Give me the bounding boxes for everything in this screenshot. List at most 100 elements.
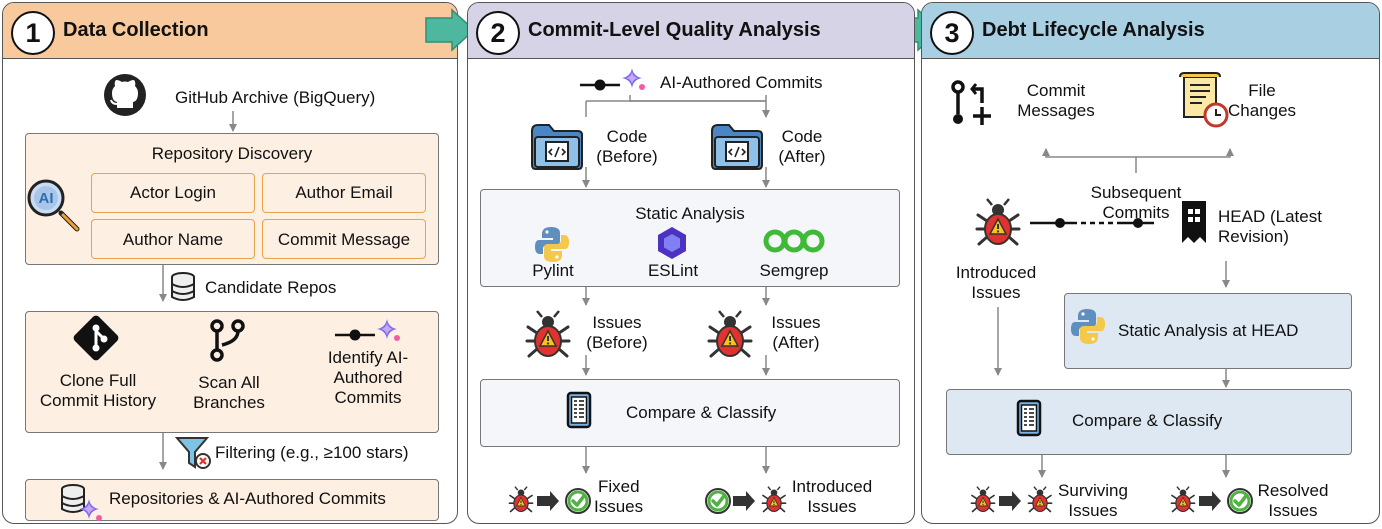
python-icon [1071, 309, 1105, 344]
bug-to-bug-icon [970, 485, 1053, 513]
panel-title: Commit-Level Quality Analysis [528, 19, 821, 41]
bug-icon [525, 309, 571, 358]
github-archive-label: GitHub Archive (BigQuery) [175, 88, 376, 107]
field-label: Commit Message [277, 230, 411, 249]
line: Issues [971, 283, 1021, 302]
panel-title: Debt Lifecycle Analysis [982, 19, 1205, 41]
line: Commits [334, 388, 402, 407]
field-label: Author Email [295, 183, 393, 202]
database-sparkle-icon [61, 484, 102, 521]
line: (After) [778, 147, 826, 166]
file-changes-icon [1179, 72, 1229, 128]
line: Issues [1068, 501, 1118, 520]
line: Introduced [791, 477, 873, 496]
code-before-label: Code (Before) [582, 127, 672, 167]
panel-header: 1 Data Collection [3, 3, 457, 59]
filtering-label: Filtering (e.g., ≥100 stars) [215, 443, 409, 462]
panel-data-collection: 1 Data Collection GitHub Archive (BigQue… [2, 2, 458, 524]
ai-badge: AI [38, 190, 54, 207]
tool-pylint: Pylint [532, 261, 574, 280]
filter-icon [174, 437, 211, 469]
field-label: Actor Login [130, 183, 216, 202]
line: (After) [772, 333, 820, 352]
repositories-output-box [25, 479, 439, 521]
bug-icon [707, 309, 753, 358]
check-to-bug-icon [704, 485, 787, 515]
line: (Before) [596, 147, 658, 166]
line: Introduced [955, 263, 1037, 282]
line: Resolved [1257, 481, 1329, 500]
git-icon [73, 315, 119, 361]
file-changes-label: File Changes [1222, 81, 1302, 121]
identify-ai-commits-label: Identify AI- Authored Commits [303, 348, 433, 408]
fixed-issues-label: Fixed Issues [594, 477, 643, 517]
field-author-email: Author Email [262, 173, 426, 213]
step-number-badge: 1 [11, 11, 55, 55]
head-revision-icon [1182, 201, 1206, 243]
compare-classify-box [480, 379, 900, 447]
line: Fixed [598, 477, 640, 496]
field-commit-message: Commit Message [262, 219, 426, 259]
line: HEAD (Latest [1218, 207, 1322, 226]
line: (Before) [586, 333, 648, 352]
line: Messages [1017, 101, 1095, 120]
compare-classify-label: Compare & Classify [626, 403, 777, 422]
tool-eslint: ESLint [647, 261, 699, 280]
line: Issues [771, 313, 821, 332]
subsequent-commits-label: Subsequent Commits [1066, 183, 1206, 223]
tool-semgrep: Semgrep [759, 261, 829, 280]
compare-classify-label: Compare & Classify [1072, 411, 1223, 430]
head-label: HEAD (Latest Revision) [1218, 207, 1322, 247]
line: Code [781, 127, 823, 146]
fixed-bug-to-check-icon [508, 485, 592, 515]
static-analysis-head-box [1064, 293, 1352, 369]
document-list-icon [1016, 399, 1042, 437]
static-analysis-head-label: Static Analysis at HEAD [1118, 321, 1299, 340]
panel-commit-quality: 2 Commit-Level Quality Analysis AI-Autho… [467, 2, 915, 524]
field-label: Author Name [122, 230, 224, 249]
line: Identify AI- [327, 348, 409, 367]
repository-discovery-title: Repository Discovery [151, 144, 313, 163]
line: Clone Full [59, 371, 137, 390]
commit-messages-label: Commit Messages [1006, 81, 1106, 121]
bug-to-check-icon [1170, 485, 1254, 515]
line: Changes [1227, 101, 1297, 120]
ai-commits-label: AI-Authored Commits [660, 73, 823, 92]
pull-request-icon [951, 80, 991, 125]
static-analysis-title: Static Analysis [635, 204, 745, 223]
arrow-connector [994, 148, 1234, 478]
clone-history-label: Clone Full Commit History [33, 371, 163, 411]
ai-search-icon [27, 179, 80, 232]
resolved-issues-label: Resolved Issues [1248, 481, 1338, 521]
line: Commit History [39, 391, 157, 410]
arrow-connector [582, 95, 914, 474]
eslint-icon [658, 227, 686, 259]
compare-classify-box [946, 389, 1352, 455]
repositories-output-label: Repositories & AI-Authored Commits [109, 489, 386, 508]
field-actor-login: Actor Login [91, 173, 255, 213]
code-after-label: Code (After) [762, 127, 842, 167]
line: Code [606, 127, 648, 146]
line: Issues [807, 497, 857, 516]
flow-arrow [425, 8, 476, 52]
candidate-repos-label: Candidate Repos [205, 278, 337, 297]
line: Revision) [1218, 227, 1289, 246]
line: Commits [1102, 203, 1170, 222]
line: Subsequent [1090, 183, 1182, 202]
panel-header: 3 Debt Lifecycle Analysis [922, 3, 1379, 59]
ai-commit-icon [333, 319, 400, 342]
semgrep-icon [763, 229, 825, 253]
introduced-issues-label: Introduced Issues [782, 477, 882, 517]
line: File [1248, 81, 1276, 100]
line: Authored [333, 368, 403, 387]
line: Issues [592, 313, 642, 332]
code-folder-icon [531, 124, 583, 170]
bug-icon [975, 197, 1021, 246]
scan-branches-label: Scan All Branches [169, 373, 289, 413]
step-number-badge: 2 [476, 11, 520, 55]
line: Commit [1026, 81, 1086, 100]
line: Branches [193, 393, 265, 412]
ai-commit-icon [578, 68, 645, 92]
field-author-name: Author Name [91, 219, 255, 259]
document-list-icon [566, 391, 592, 429]
